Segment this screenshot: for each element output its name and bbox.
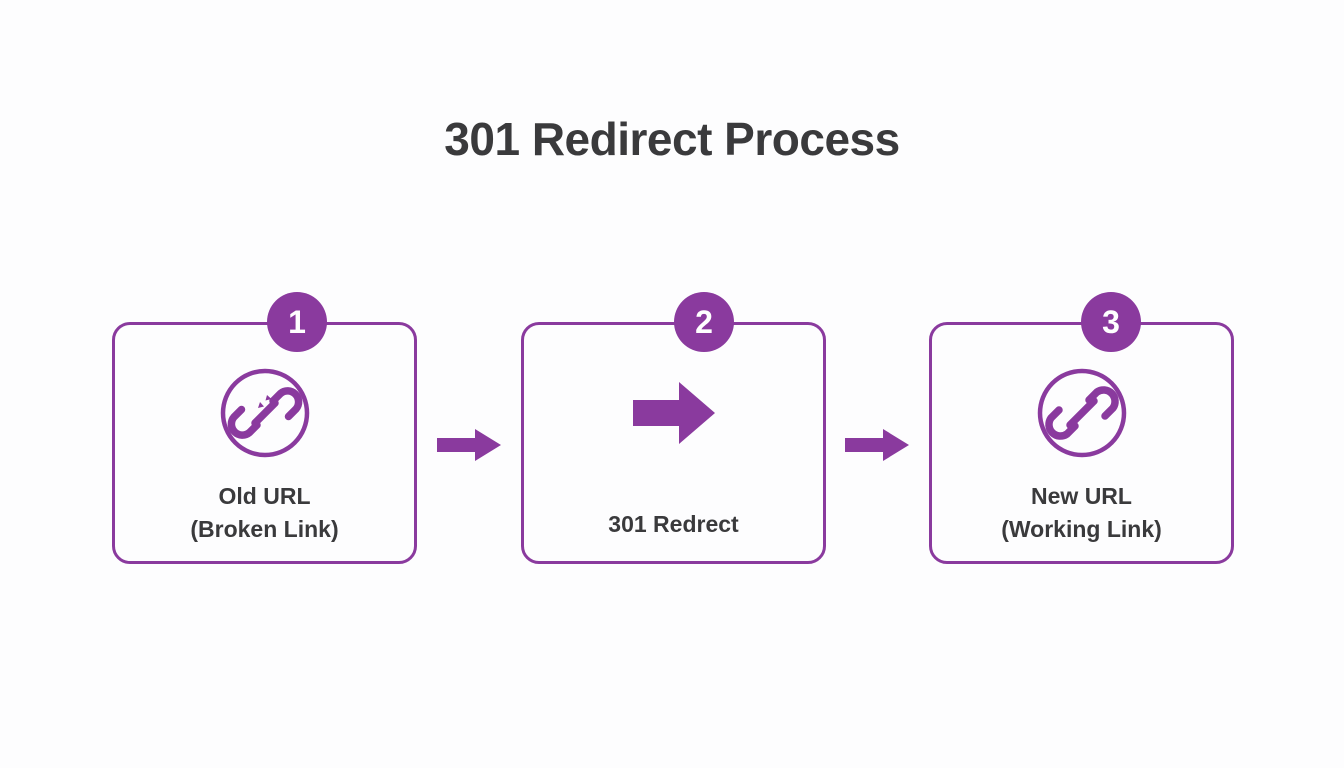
step-card-1: Old URL (Broken Link)	[112, 322, 417, 564]
connector-arrow-2	[845, 427, 911, 463]
step-badge-3: 3	[1081, 292, 1141, 352]
link-circle-icon	[932, 365, 1231, 461]
process-flow: Old URL (Broken Link) 301 Redrect	[112, 292, 1234, 572]
step-label-1-line1: Old URL	[218, 483, 311, 509]
step-label-1-line2: (Broken Link)	[190, 516, 339, 543]
step-label-2-line1: 301 Redrect	[608, 511, 739, 537]
step-label-3-line2: (Working Link)	[1001, 516, 1162, 543]
step-card-2: 301 Redrect	[521, 322, 826, 564]
page-title: 301 Redirect Process	[444, 113, 900, 165]
step-label-3: New URL (Working Link)	[932, 480, 1231, 547]
broken-link-circle-icon	[115, 365, 414, 461]
step-label-3-line1: New URL	[1031, 483, 1132, 509]
connector-arrow-1	[437, 427, 503, 463]
step-badge-2: 2	[674, 292, 734, 352]
right-arrow-icon	[524, 365, 823, 461]
step-card-3: New URL (Working Link)	[929, 322, 1234, 564]
step-badge-1: 1	[267, 292, 327, 352]
step-label-2: 301 Redrect	[524, 508, 823, 541]
step-label-1: Old URL (Broken Link)	[115, 480, 414, 547]
